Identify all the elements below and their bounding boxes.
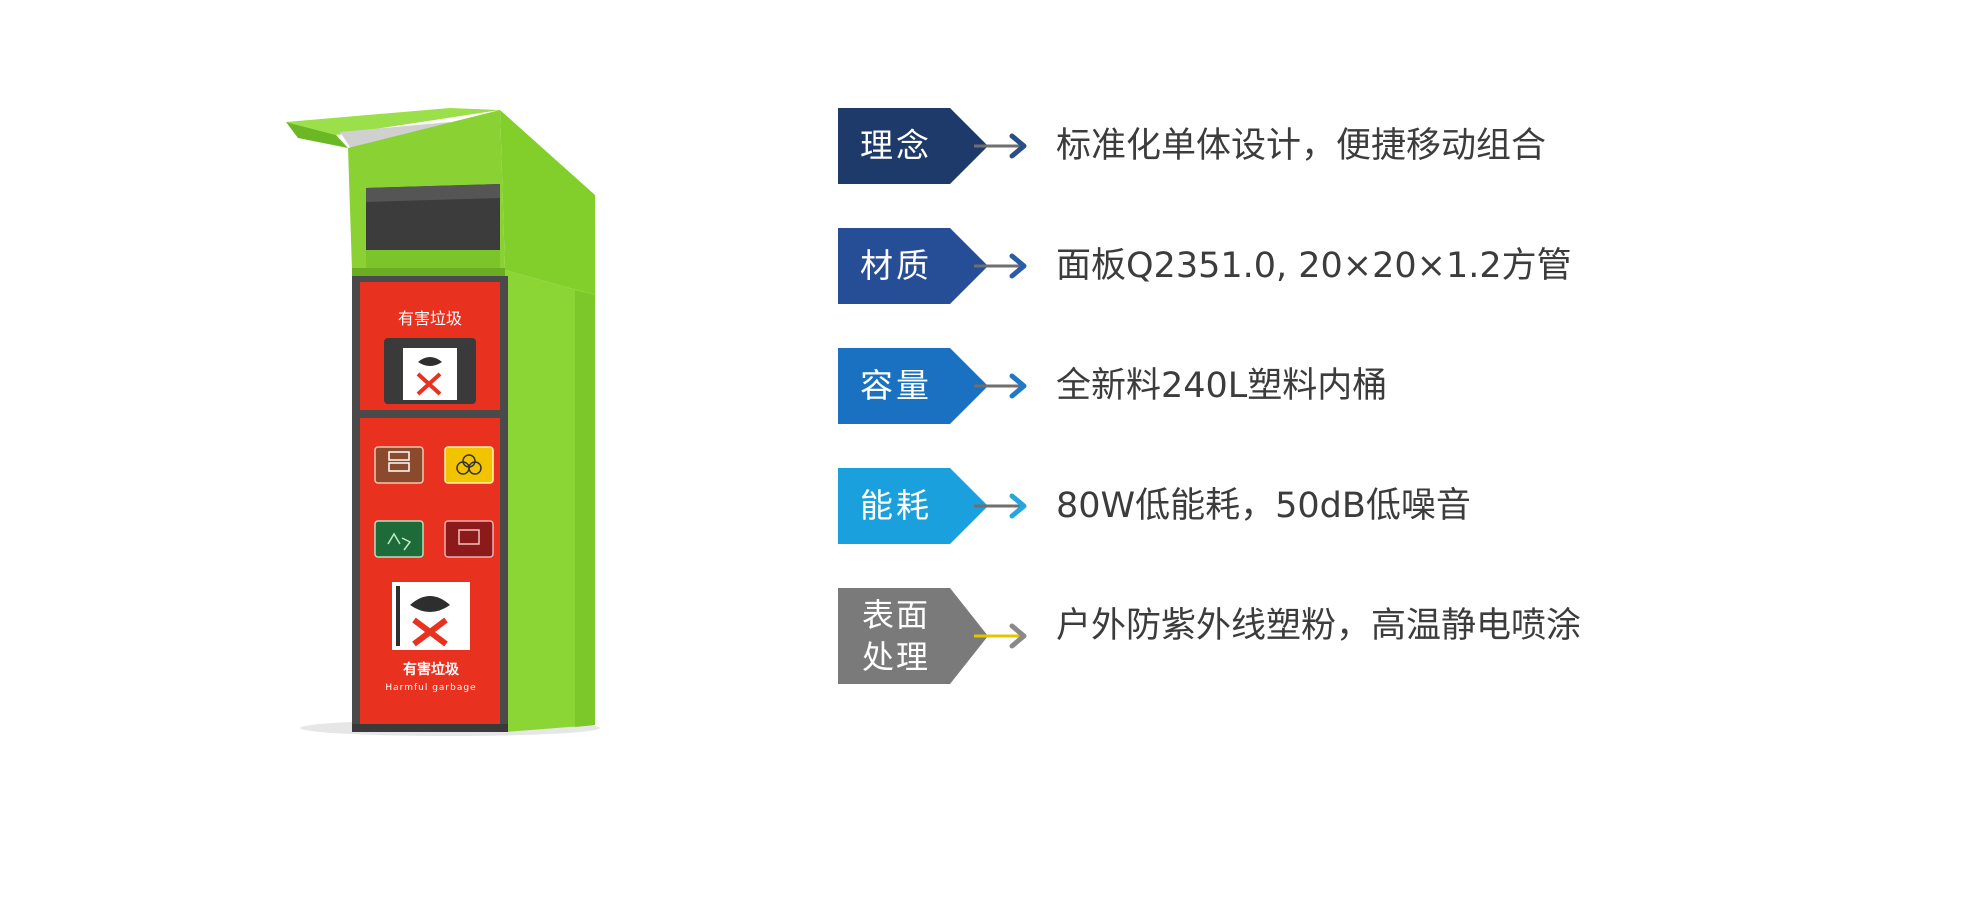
feature-row-capacity: 容量 全新料240L塑料内桶 [838, 348, 1838, 424]
harmful-waste-icon [396, 586, 450, 647]
feature-tag: 能耗 [838, 468, 988, 544]
upper-panel-label: 有害垃圾 [398, 309, 462, 328]
arrow-right-icon [974, 493, 1027, 519]
feature-row-concept: 理念 标准化单体设计，便捷移动组合 [838, 108, 1838, 184]
feature-row-surface: 表面 处理 户外防紫外线塑粉，高温静电喷涂 [838, 588, 1838, 684]
product-image: 有害垃圾 有害垃圾 Harmful garbage [286, 108, 600, 736]
recycle-icon [374, 520, 424, 558]
feature-tag: 理念 [838, 108, 988, 184]
feature-tag: 材质 [838, 228, 988, 304]
arrow-right-icon [974, 133, 1027, 159]
lower-panel-sublabel: Harmful garbage [385, 683, 476, 693]
harmful-waste-small-icon [416, 357, 442, 396]
feature-description: 面板Q2351.0, 20×20×1.2方管 [1056, 246, 1572, 286]
feature-tag: 表面 处理 [838, 588, 988, 684]
feature-description: 全新料240L塑料内桶 [1056, 366, 1388, 406]
feature-description: 80W低能耗，50dB低噪音 [1056, 486, 1471, 526]
feature-tag: 容量 [838, 348, 988, 424]
arrow-right-icon [974, 253, 1027, 279]
other-waste-icon [444, 520, 494, 558]
biohazard-icon [444, 446, 494, 484]
feature-description: 标准化单体设计，便捷移动组合 [1056, 126, 1547, 166]
feature-description: 户外防紫外线塑粉，高温静电喷涂 [1056, 606, 1582, 646]
battery-icon [374, 446, 424, 484]
arrow-right-icon [974, 373, 1027, 399]
arrow-right-icon [974, 623, 1027, 649]
feature-row-energy: 能耗 80W低能耗，50dB低噪音 [838, 468, 1838, 544]
feature-row-material: 材质 面板Q2351.0, 20×20×1.2方管 [838, 228, 1838, 304]
lower-panel-label: 有害垃圾 [403, 661, 460, 678]
